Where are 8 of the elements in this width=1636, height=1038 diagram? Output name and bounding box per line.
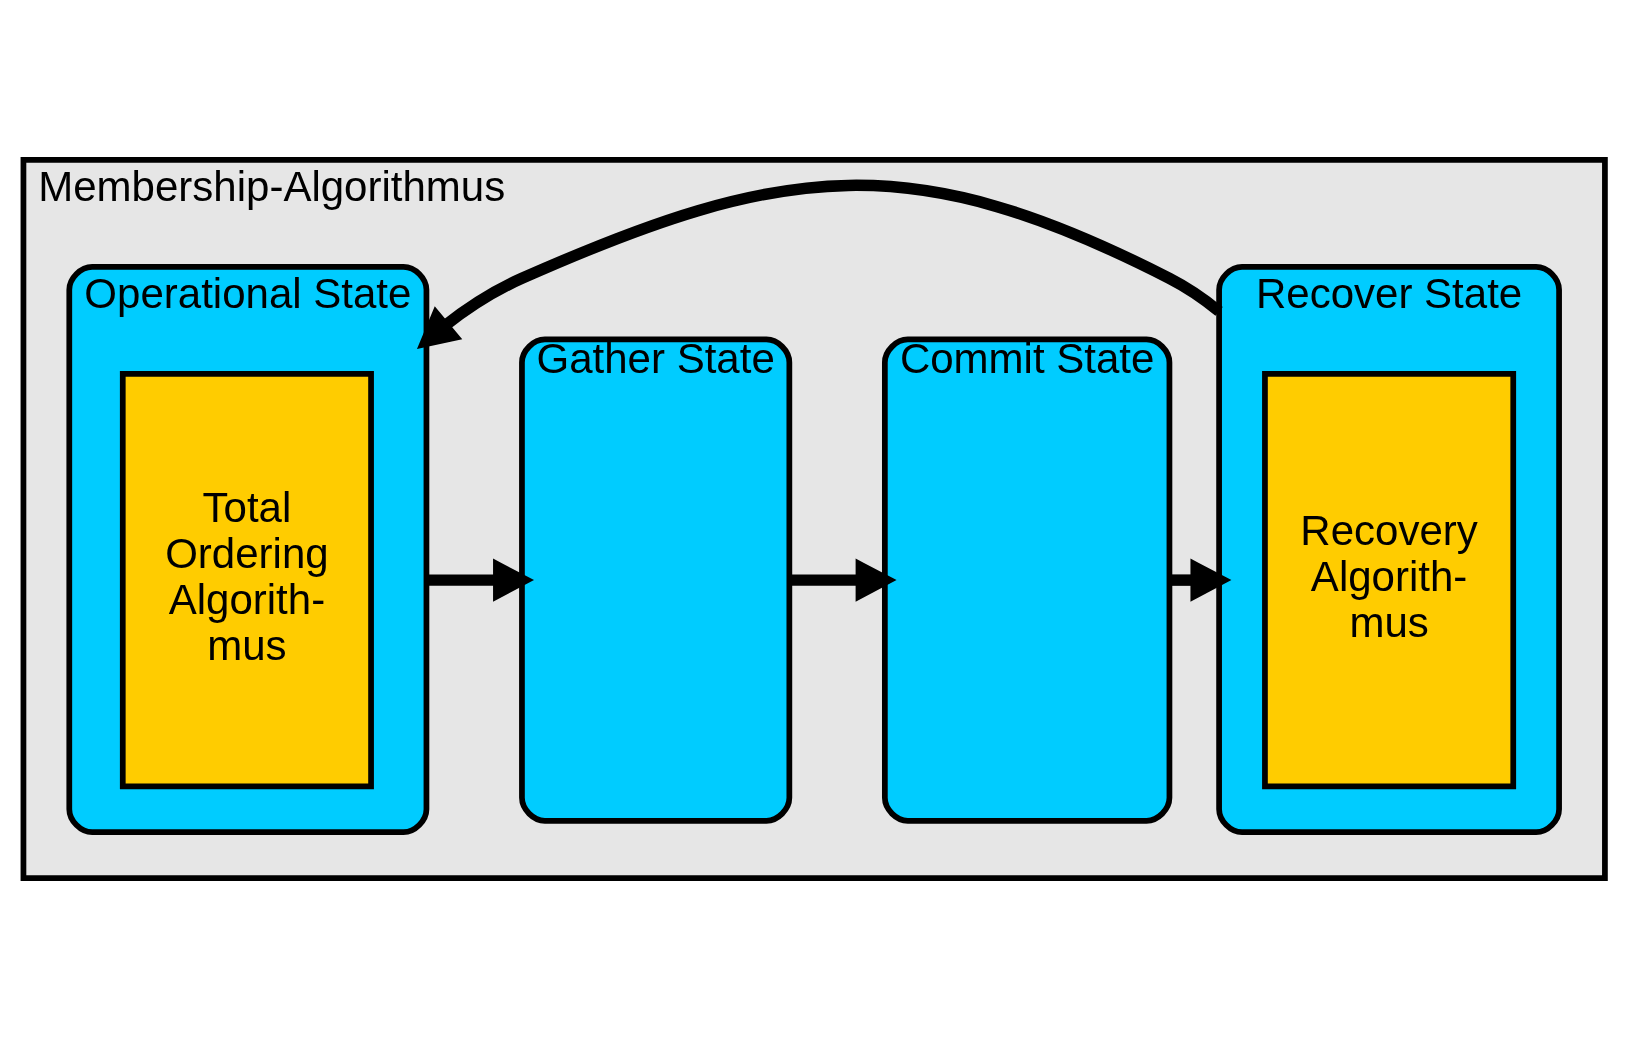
- node-box: Commit State: [882, 336, 1173, 824]
- node-box: Total Ordering Algorith- mus: [119, 370, 374, 790]
- arrow: [789, 558, 897, 602]
- arrow: [416, 179, 1223, 349]
- arrow: [1169, 558, 1232, 602]
- node-box: Gather State: [519, 336, 793, 824]
- arrow: [426, 558, 535, 602]
- node-box: Recovery Algorith- mus: [1262, 370, 1517, 790]
